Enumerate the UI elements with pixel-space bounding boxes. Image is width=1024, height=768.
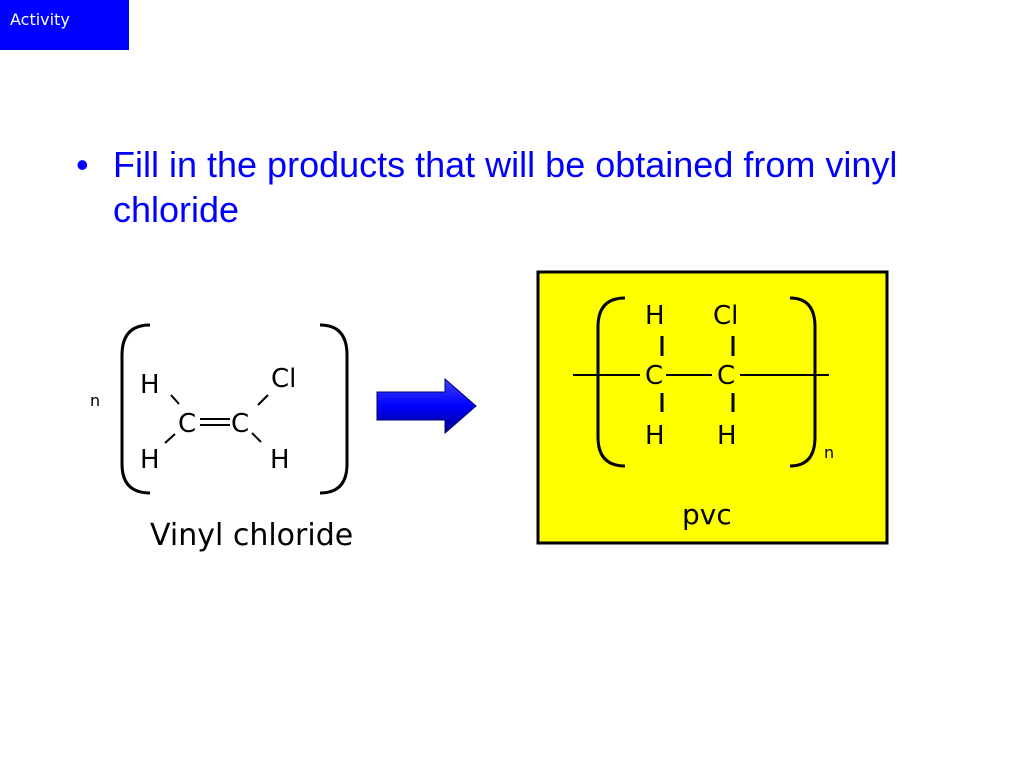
reactant-atom-h-bottom-right: H [270,445,290,475]
product-left-bracket [596,296,626,468]
vinyl-chloride-structure: n H H Cl H C C Vinyl chloride [90,323,353,553]
product-atom-h-top: H [645,301,665,331]
reactant-bond-h-top [170,394,180,405]
reactant-caption: Vinyl chloride [150,518,353,553]
reactant-atom-h-bottom-left: H [140,445,160,475]
product-atom-c-left: C [645,361,663,391]
instruction-text: Fill in the products that will be obtain… [113,144,898,230]
product-atom-c-right: C [717,361,735,391]
product-repeat-index: n [824,443,834,462]
reactant-left-bracket [120,323,151,495]
activity-label: Activity [10,10,70,29]
reactant-atom-c-left: C [178,409,196,439]
reactant-atom-c-right: C [231,409,249,439]
product-caption: pvc [682,498,732,531]
reactant-atom-h-top: H [140,370,160,400]
reactant-multiplier: n [90,391,100,410]
activity-tag: Activity [0,0,129,50]
reactant-bond-cl [257,394,269,406]
product-right-bracket [789,296,817,468]
product-atom-h-bottom-left: H [645,421,665,451]
product-atom-cl-top: Cl [713,301,738,331]
pvc-structure: H Cl C C H H n pvc [536,270,889,545]
reactant-right-bracket [319,323,349,495]
reactant-bond-h-bottom-right [251,432,262,443]
reactant-atom-cl: Cl [271,364,296,394]
reactant-bond-h-bottom-left [164,433,176,444]
bullet-dot: • [76,144,89,185]
reaction-arrow [376,377,477,435]
pvc-box [536,270,889,545]
product-atom-h-bottom-right: H [717,421,737,451]
